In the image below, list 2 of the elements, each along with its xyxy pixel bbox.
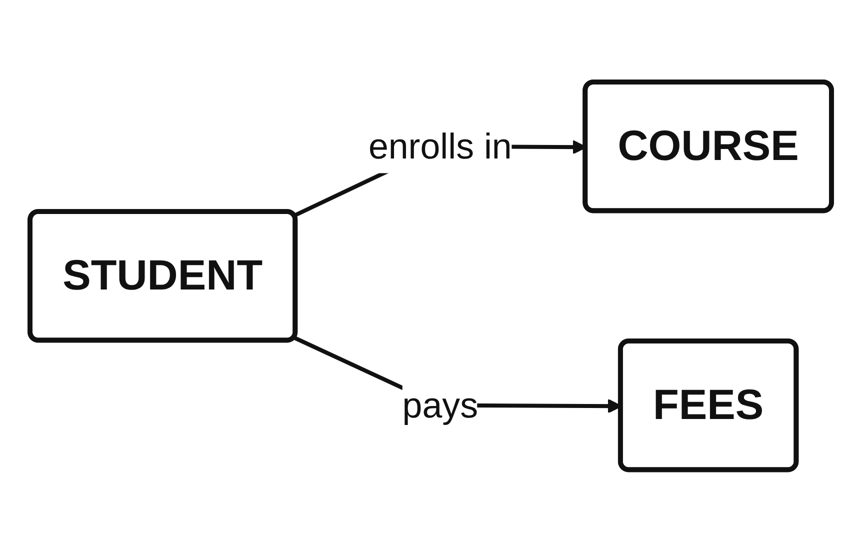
edge-label: enrolls in (368, 126, 512, 167)
edge-label: pays (402, 385, 478, 426)
